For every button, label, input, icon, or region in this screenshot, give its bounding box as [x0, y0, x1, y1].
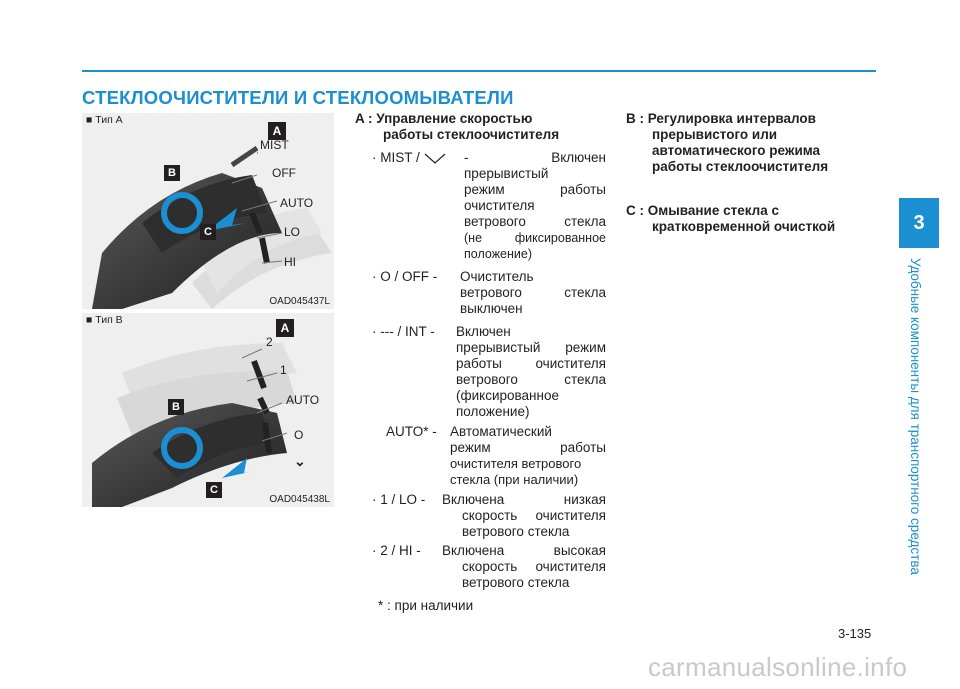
item-line: (не фиксированное — [464, 231, 606, 245]
item-line: Очиститель — [460, 269, 534, 284]
list-item: · 1 / LO - Включена низкая скорость очис… — [372, 492, 606, 539]
item-line: прерывистый режим — [456, 340, 606, 355]
item-line: положение) — [456, 404, 530, 419]
item-line: очистителя ветрового — [450, 456, 582, 471]
item-line: скорость очистителя — [462, 559, 606, 574]
section-a: A : Управление скоростью работы стеклооч… — [355, 111, 605, 143]
page-number: 3-135 — [838, 626, 872, 641]
section-b: B : Регулировка интервалов прерывистого … — [626, 111, 876, 175]
item-line: стекла (при наличии) — [450, 472, 579, 487]
item-line: ветрового стекла — [464, 214, 606, 229]
section-c-line: кратковременной очисткой — [652, 219, 836, 234]
item-key: · O / OFF - — [372, 269, 438, 284]
section-c: C : Омывание стекла с кратковременной оч… — [626, 203, 876, 235]
figure-type-a: ■ Тип А A B C MIST OFF AUTO LO HI OAD045… — [82, 113, 334, 309]
position-label: 1 — [280, 363, 287, 377]
position-label: LO — [284, 225, 301, 239]
item-key: AUTO* - — [386, 424, 437, 439]
item-key: · 2 / HI - — [372, 543, 421, 558]
header-rule — [82, 70, 876, 72]
list-item: AUTO* - Автоматический режим работы очис… — [386, 424, 606, 487]
item-line: положение) — [464, 247, 533, 261]
chapter-tab: 3 — [899, 198, 939, 248]
item-line: прерывистый — [464, 166, 549, 181]
item-line: Включена высокая — [442, 543, 606, 558]
item-line: ветрового стекла — [462, 575, 570, 590]
item-key: · 1 / LO - — [372, 492, 426, 507]
callout-a: A — [268, 122, 286, 140]
position-label: OFF — [272, 166, 296, 180]
item-line: работы очистителя — [456, 356, 606, 371]
callout-b: B — [168, 399, 184, 415]
section-a-header-line2: работы стеклоочистителя — [383, 127, 560, 142]
position-label: MIST — [260, 138, 289, 152]
position-label: AUTO — [286, 393, 320, 407]
callout-b: B — [164, 165, 180, 181]
item-line: режим работы — [450, 440, 606, 455]
item-line: Включен — [456, 324, 511, 339]
position-label: O — [294, 428, 304, 442]
item-line: очистителя — [464, 198, 535, 213]
chapter-title: Удобные компоненты для транспортного сре… — [908, 258, 923, 575]
section-c-line: C : Омывание стекла с — [626, 203, 779, 218]
item-line: ветрового стекла — [456, 372, 606, 387]
list-item: · O / OFF - Очиститель ветрового стекла … — [372, 269, 606, 316]
position-label: HI — [284, 255, 296, 269]
item-key: · --- / INT - — [372, 324, 435, 339]
section-b-line: прерывистого или — [652, 127, 778, 142]
section-a-header-line1: A : Управление скоростью — [355, 111, 533, 126]
footnote: * : при наличии — [378, 598, 474, 613]
figure-label: ■ Тип А — [86, 114, 123, 126]
item-line: режим работы — [464, 182, 606, 197]
figure-type-b: ■ Тип В A B C 2 1 AUTO O ⌄ OAD045438L — [82, 313, 334, 507]
page-title: СТЕКЛООЧИСТИТЕЛИ И СТЕКЛООМЫВАТЕЛИ — [82, 87, 514, 108]
list-item: · MIST / - Включен прерывистый режим раб… — [372, 150, 606, 261]
mist-symbol-icon — [424, 153, 445, 164]
item-line: Автоматический — [450, 424, 552, 439]
position-label: ⌄ — [294, 453, 306, 469]
item-line: - Включен — [464, 150, 606, 165]
item-line: ветрового стекла — [460, 285, 606, 300]
watermark: carmanualsonline.info — [648, 652, 908, 682]
callout-c: C — [200, 224, 216, 240]
item-line: Включена низкая — [442, 492, 606, 507]
section-b-line: B : Регулировка интервалов — [626, 111, 816, 126]
section-b-line: автоматического режима — [652, 143, 821, 158]
item-line: (фиксированное — [456, 388, 559, 403]
list-item: · 2 / HI - Включена высокая скорость очи… — [372, 543, 606, 590]
position-label: AUTO — [280, 196, 314, 210]
callout-a: A — [276, 319, 294, 337]
item-key: · MIST / — [372, 150, 424, 165]
chapter-side-label: Удобные компоненты для транспортного сре… — [907, 258, 931, 588]
section-b-line: работы стеклоочистителя — [652, 159, 829, 174]
list-item: · --- / INT - Включен прерывистый режим … — [372, 324, 606, 419]
wiper-lever-illustration-b — [92, 343, 297, 507]
figure-label: ■ Тип В — [86, 314, 123, 326]
item-line: ветрового стекла — [462, 524, 570, 539]
callout-c: C — [206, 482, 222, 498]
figure-code: OAD045438L — [269, 494, 330, 505]
position-label: 2 — [266, 335, 273, 349]
figure-code: OAD045437L — [269, 296, 330, 307]
wiper-lever-illustration-a — [92, 145, 332, 309]
item-line: выключен — [460, 301, 523, 316]
item-line: скорость очистителя — [462, 508, 606, 523]
